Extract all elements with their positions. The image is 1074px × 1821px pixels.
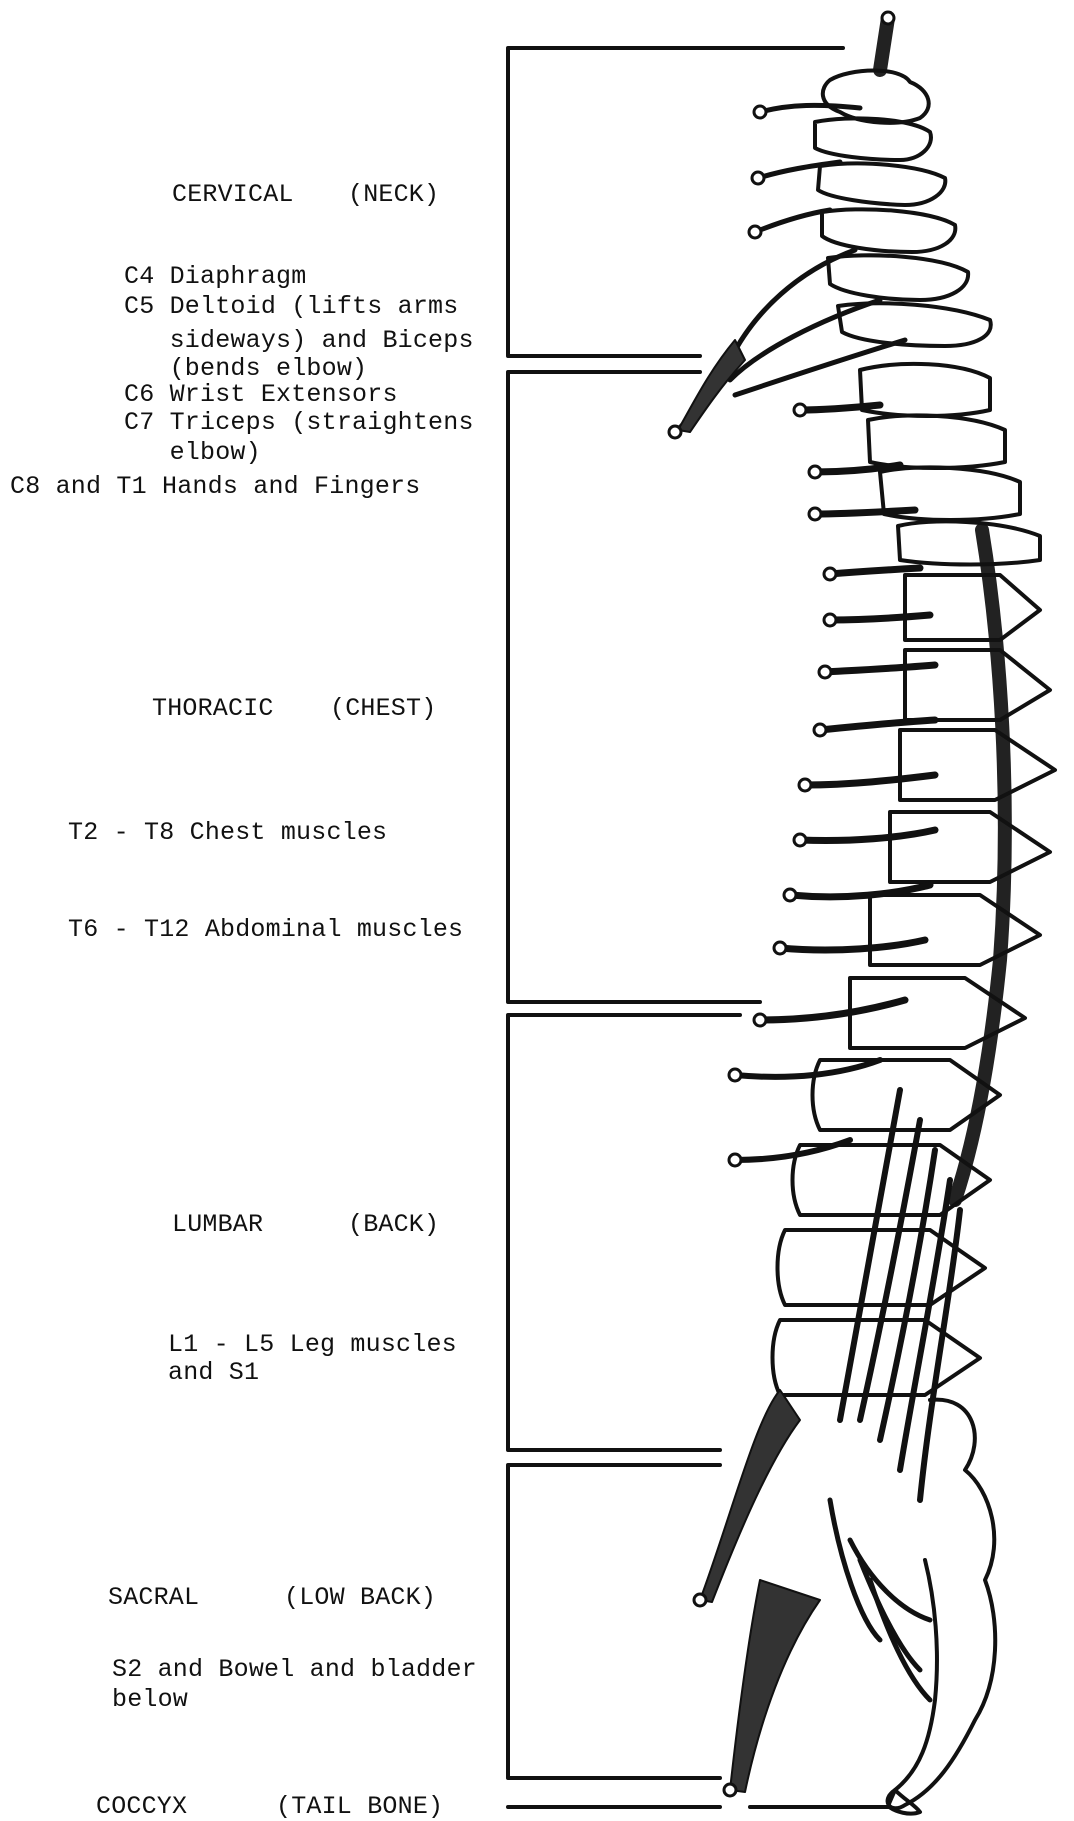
lumbar-line-s1: and S1 bbox=[168, 1358, 259, 1387]
brachial-plexus bbox=[678, 340, 745, 432]
cervical-line-c6: C6 Wrist Extensors bbox=[124, 380, 398, 409]
spinal-cord bbox=[880, 18, 1005, 1200]
cervical-vertebrae bbox=[815, 71, 991, 347]
tailbone bbox=[888, 1790, 920, 1814]
cervical-line-c8-t1: C8 and T1 Hands and Fingers bbox=[10, 472, 420, 501]
sacral-line-bowel: S2 and Bowel and bladder bbox=[112, 1655, 477, 1684]
lumbar-vertebrae bbox=[773, 1060, 1001, 1395]
cervical-subtitle: (NECK) bbox=[348, 180, 439, 209]
cervical-line-c5-cont1: sideways) and Biceps bbox=[124, 326, 474, 355]
coccyx-title: COCCYX bbox=[96, 1792, 187, 1821]
region-brackets bbox=[508, 48, 890, 1807]
sacral-plexus bbox=[730, 1580, 820, 1792]
lumbar-title: LUMBAR bbox=[172, 1210, 263, 1239]
cervical-line-c5: C5 Deltoid (lifts arms bbox=[124, 292, 458, 321]
thoracic-nerves bbox=[760, 405, 935, 1020]
sacral-bracket bbox=[508, 1465, 720, 1778]
sacral-nerves bbox=[830, 1500, 930, 1700]
cervical-line-c5-cont2: (bends elbow) bbox=[124, 354, 367, 383]
sacral-title: SACRAL bbox=[108, 1583, 199, 1612]
sacral-subtitle: (LOW BACK) bbox=[284, 1583, 436, 1612]
cervical-line-c7-cont: elbow) bbox=[124, 438, 261, 467]
cervical-line-c7: C7 Triceps (straightens bbox=[124, 408, 474, 437]
thoracic-bracket bbox=[508, 372, 760, 1002]
lumbar-subtitle: (BACK) bbox=[348, 1210, 439, 1239]
lumbar-bracket bbox=[508, 1015, 740, 1450]
thoracic-title: THORACIC bbox=[152, 694, 274, 723]
nerve-ending-dots bbox=[669, 12, 894, 1796]
coccyx-subtitle: (TAIL BONE) bbox=[276, 1792, 443, 1821]
thoracic-subtitle: (CHEST) bbox=[330, 694, 436, 723]
lumbar-plexus bbox=[700, 1390, 800, 1602]
thoracic-line-chest: T2 - T8 Chest muscles bbox=[68, 818, 387, 847]
cervical-bracket bbox=[508, 48, 843, 356]
cervical-title: CERVICAL bbox=[172, 180, 294, 209]
sacral-line-below: below bbox=[112, 1685, 188, 1714]
thoracic-line-abdominal: T6 - T12 Abdominal muscles bbox=[68, 915, 463, 944]
cervical-line-c4: C4 Diaphragm bbox=[124, 262, 306, 291]
lumbar-line-legs: L1 - L5 Leg muscles bbox=[168, 1330, 457, 1359]
